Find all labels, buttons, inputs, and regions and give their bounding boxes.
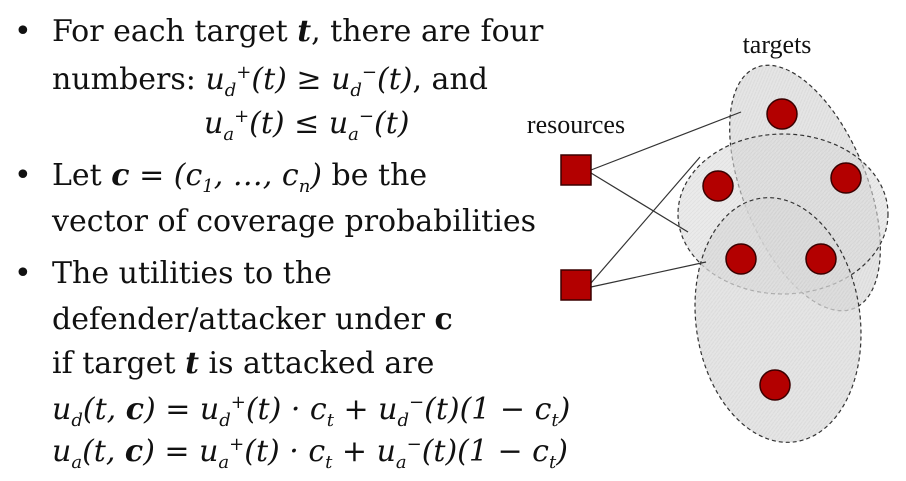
target-node-4 bbox=[725, 243, 757, 275]
edge-r1-top bbox=[590, 111, 742, 171]
bullet-2-line-1-text: Let bbox=[52, 158, 112, 193]
bullet-1-line-3: ua+(t) ≤ ua−(t) bbox=[204, 106, 410, 145]
var-c: c bbox=[434, 302, 453, 337]
bullet-3-line-3: if target t is attacked are bbox=[52, 346, 434, 382]
var-t-2: t bbox=[185, 346, 199, 381]
bullet-3-line-3-text: if target bbox=[52, 346, 186, 381]
formula-ud: ud(t, c) = ud+(t) · ct + ud−(t)(1 − ct) bbox=[52, 392, 571, 431]
edge-r2-bottom bbox=[590, 261, 707, 288]
bullet-2-line-2-text: vector of coverage probabilities bbox=[52, 204, 536, 239]
target-node-1 bbox=[766, 98, 798, 130]
bullet-1-line-1-text: For each target bbox=[52, 14, 298, 49]
formula-ud-text: ud(t, c) = ud+(t) · ct + ud−(t)(1 − ct) bbox=[52, 392, 571, 431]
edge-r1-bottom bbox=[590, 172, 689, 233]
bullet-1-line-1: For each target t, there are four bbox=[52, 14, 543, 50]
formula-c-vector: c = (c1, …, cn) bbox=[111, 158, 322, 197]
formula-ua-inequality: ua+(t) ≤ ua−(t) bbox=[204, 106, 410, 145]
bullet-3-line-2: defender/attacker under c bbox=[52, 302, 453, 338]
formula-ud-inequality: ud+(t) ≥ ud−(t) bbox=[205, 62, 413, 101]
bullet-2-marker: • bbox=[14, 158, 32, 193]
bullet-1-marker: • bbox=[14, 14, 32, 49]
bullet-3-line-1: The utilities to the bbox=[52, 256, 332, 292]
formula-ua-text: ua(t, c) = ua+(t) · ct + ua−(t)(1 − ct) bbox=[52, 434, 568, 473]
bullet-2-line-1: Let c = (c1, …, cn) be the bbox=[52, 158, 428, 197]
bullet-3-line-1-text: The utilities to the bbox=[52, 256, 332, 291]
target-node-2 bbox=[702, 170, 734, 202]
edge-r2-top bbox=[590, 156, 701, 284]
bullet-2-line-2: vector of coverage probabilities bbox=[52, 204, 536, 240]
resource-node-1 bbox=[560, 154, 592, 186]
target-node-5 bbox=[805, 243, 837, 275]
bullet-3-marker: • bbox=[14, 256, 32, 291]
bullet-1-line-2-post: , and bbox=[412, 62, 488, 97]
bullet-1-line-1-post: , there are four bbox=[311, 14, 544, 49]
target-node-3 bbox=[830, 162, 862, 194]
formula-ua: ua(t, c) = ua+(t) · ct + ua−(t)(1 − ct) bbox=[52, 434, 568, 473]
targets-label: targets bbox=[743, 30, 812, 59]
bullet-3-line-3-post: is attacked are bbox=[198, 346, 435, 381]
var-t: t bbox=[297, 14, 312, 49]
target-node-6 bbox=[759, 369, 791, 401]
bullet-1-line-2-text: numbers: bbox=[52, 62, 206, 97]
bullet-2-line-1-post: be the bbox=[322, 158, 428, 193]
bullet-3-line-2-text: defender/attacker under bbox=[52, 302, 435, 337]
bullet-1-line-2: numbers: ud+(t) ≥ ud−(t), and bbox=[52, 62, 488, 101]
resource-node-2 bbox=[560, 269, 592, 301]
resources-label: resources bbox=[527, 110, 625, 139]
